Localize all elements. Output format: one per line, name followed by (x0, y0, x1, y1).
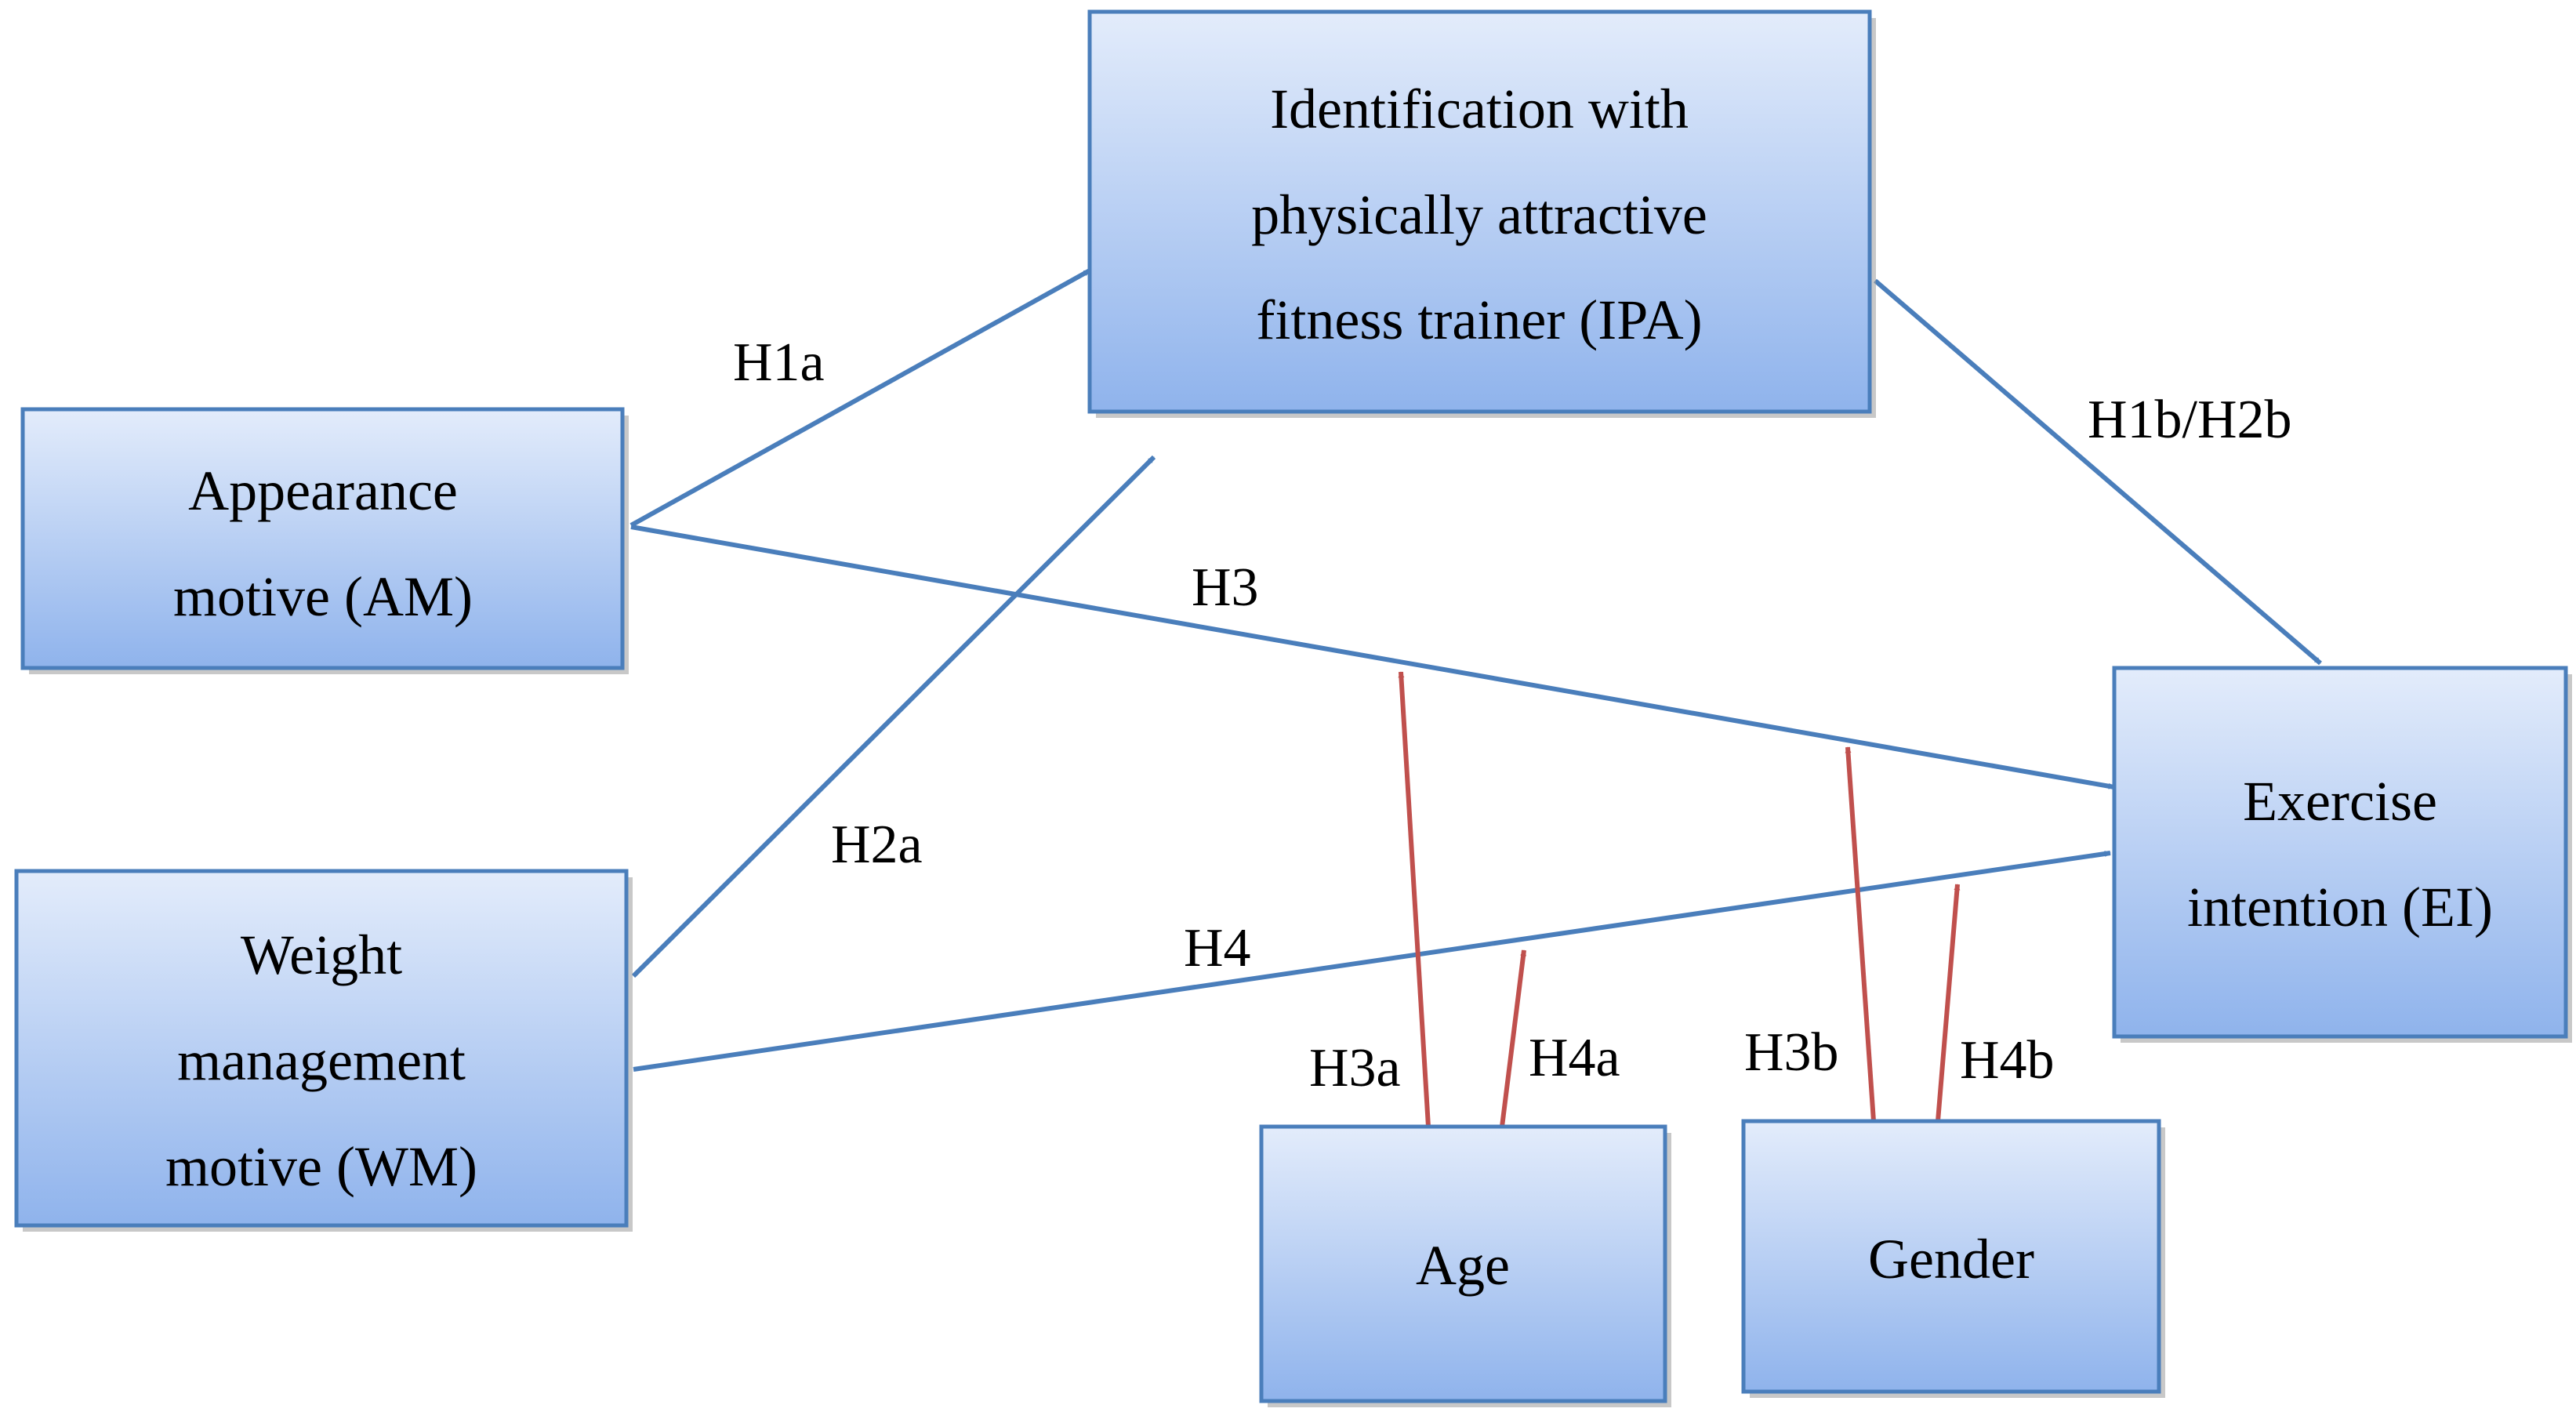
label-h2a: H2a (831, 815, 923, 875)
edge-am-to-ipa (629, 268, 1091, 528)
edge-ipa-to-ei (1874, 278, 2322, 666)
node-ipa: Identification with physically attractiv… (1087, 9, 1876, 418)
node-wm: Weight management motive (WM) (14, 869, 633, 1232)
node-wm-line-3: motive (WM) (165, 1135, 477, 1198)
edge-gender-moderates-h4 (1936, 884, 1961, 1122)
label-h1b-h2b: H1b/H2b (2088, 390, 2292, 450)
node-am: Appearance motive (AM) (20, 407, 629, 674)
label-h1a: H1a (733, 332, 825, 393)
node-am-line-1: Appearance (188, 459, 458, 522)
node-ipa-line-1: Identification with (1270, 78, 1689, 140)
label-h3b: H3b (1744, 1022, 1839, 1083)
node-ipa-line-3: fitness trainer (IPA) (1256, 289, 1702, 351)
node-age: Age (1259, 1124, 1671, 1407)
node-ei: Exercise intention (EI) (2112, 666, 2572, 1043)
node-ei-line-2: intention (EI) (2187, 876, 2493, 938)
label-h4: H4 (1184, 918, 1251, 978)
edge-age-moderates-h4 (1500, 949, 1527, 1127)
node-age-line-1: Age (1416, 1234, 1510, 1297)
label-h3: H3 (1192, 557, 1259, 618)
label-h4b: H4b (1960, 1030, 2055, 1091)
edge-am-to-ei (630, 525, 2115, 789)
node-gender: Gender (1741, 1119, 2165, 1398)
node-am-line-2: motive (AM) (173, 565, 473, 628)
edge-wm-to-ipa (631, 455, 1156, 978)
edge-gender-moderates-h3 (1845, 746, 1876, 1122)
node-gender-line-1: Gender (1868, 1228, 2034, 1290)
label-h3a: H3a (1309, 1038, 1401, 1098)
node-wm-line-2: management (177, 1029, 466, 1092)
label-h4a: H4a (1529, 1028, 1620, 1088)
node-wm-line-1: Weight (241, 924, 402, 986)
node-ei-line-1: Exercise (2243, 770, 2437, 833)
edge-age-moderates-h3 (1398, 671, 1431, 1127)
node-ipa-line-2: physically attractive (1251, 183, 1707, 246)
edge-wm-to-ei (633, 851, 2111, 1072)
